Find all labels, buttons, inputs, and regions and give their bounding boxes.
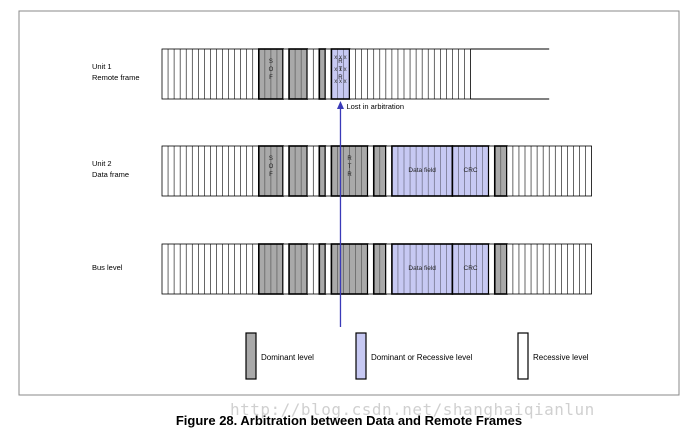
cross-mark: x x x [334, 55, 346, 61]
row-label: Remote frame [92, 73, 140, 82]
frame-row: Bus level Data field CRC [92, 243, 592, 295]
legend-swatch [517, 332, 529, 380]
segment-label: R [338, 59, 343, 65]
row-label: Unit 1 [92, 62, 112, 71]
legend-swatch [355, 332, 367, 380]
legend: Dominant level Dominant or Recessive leve… [245, 332, 589, 380]
legend-label: Recessive level [533, 353, 589, 362]
segment-label: F [269, 172, 273, 178]
segment-label: R [347, 172, 352, 178]
recessive-segment [282, 145, 290, 197]
recessive-segment [324, 243, 332, 295]
arrow-head [336, 101, 344, 109]
figure-caption: Figure 28. Arbitration between Data and … [175, 413, 523, 428]
recessive-segment [324, 48, 332, 100]
watermark: http://blog.csdn.net/shanghaiqianlun [230, 400, 595, 419]
recessive-segment [367, 243, 375, 295]
segment-label: Data field [408, 167, 436, 174]
segment-label: S [269, 59, 273, 65]
dominant-segment [288, 243, 308, 295]
arbitration-marker: Lost in arbitration [336, 101, 404, 327]
recessive-segment [282, 48, 290, 100]
legend-item: Recessive level [517, 332, 589, 380]
recessive-segment [282, 243, 290, 295]
segment-label: R [338, 75, 343, 81]
legend-item: Dominant or Recessive level [355, 332, 473, 380]
legend-item: Dominant level [245, 332, 314, 380]
dominant-segment [318, 243, 327, 295]
dominant-segment [318, 145, 327, 197]
segment-label: CRC [464, 265, 478, 272]
cross-mark: x x x [334, 67, 346, 73]
lost-in-arbitration-label: Lost in arbitration [346, 102, 404, 111]
recessive-segment [324, 145, 332, 197]
segment-label: Data field [408, 265, 436, 272]
segment-label: S [269, 156, 273, 162]
segment-label: R [347, 156, 352, 162]
row-label: Bus level [92, 263, 123, 272]
recessive-segment [488, 145, 496, 197]
legend-label: Dominant or Recessive level [371, 353, 473, 362]
dominant-segment [318, 48, 327, 100]
segment-label: O [269, 164, 274, 170]
segment-label: F [269, 75, 273, 81]
recessive-segment [385, 145, 393, 197]
segment-label: O [269, 67, 274, 73]
legend-label: Dominant level [261, 353, 314, 362]
legend-swatch [245, 332, 257, 380]
recessive-segment [385, 243, 393, 295]
cross-mark: x x x [334, 79, 346, 85]
frame-row: Unit 2 Data frame SOF RTR Data field CRC [92, 145, 592, 197]
dominant-segment [288, 145, 308, 197]
segment-label: T [348, 164, 352, 170]
row-label: Unit 2 [92, 159, 112, 168]
segment-label: CRC [464, 167, 478, 174]
recessive-segment [488, 243, 496, 295]
row-label: Data frame [92, 170, 129, 179]
segment-label: T [339, 67, 343, 73]
dominant-segment [288, 48, 308, 100]
recessive-segment [367, 145, 375, 197]
